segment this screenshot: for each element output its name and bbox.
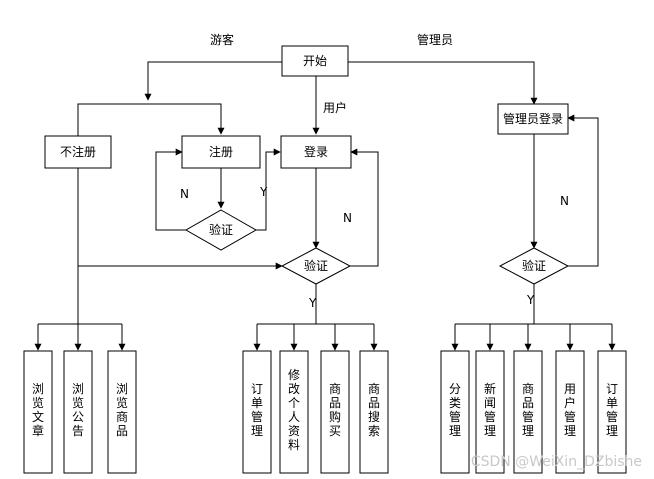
edges [34, 61, 616, 351]
node-verify-register-label: 验证 [209, 222, 233, 237]
leaf-box-user-3 [320, 350, 350, 474]
label-y-register: Y [259, 185, 268, 199]
leaf-box-admin-1 [440, 350, 470, 474]
leaf-label-admin-2: 新闻管理 [484, 381, 496, 438]
node-login [280, 135, 352, 169]
leaf-box-guest-1 [23, 350, 53, 474]
leaf-label-guest-1: 浏览文章 [32, 382, 44, 438]
node-register [181, 135, 261, 169]
leaf-label-guest-3: 浏览商品 [116, 382, 128, 438]
leaf-box-admin-2 [475, 350, 505, 474]
edge-verify-admin-n [567, 114, 599, 267]
label-n-admin: N [560, 194, 569, 208]
node-verify-admin-label: 验证 [522, 258, 546, 273]
label-n-login: N [343, 211, 352, 225]
leaf-label-admin-5: 订单管理 [606, 382, 618, 438]
leaf-box-guest-2 [63, 350, 93, 474]
node-start [281, 45, 349, 77]
node-verify-admin [498, 247, 570, 285]
node-admin-login [497, 103, 569, 135]
watermark: CSDN @WeiXin_DZbishe [471, 454, 642, 470]
leaf-box-admin-3 [513, 350, 543, 474]
node-verify-register [184, 209, 258, 251]
label-n-register: N [180, 187, 189, 201]
branch-labels: 游客 管理员 用户 N Y N Y N Y [180, 32, 569, 310]
node-no-register-label: 不注册 [60, 144, 96, 159]
node-no-register [44, 135, 112, 169]
node-verify-login [280, 247, 352, 285]
leaf-box-admin-5 [597, 350, 627, 474]
edge-start-to-admin-login [348, 61, 538, 105]
leaf-label-guest-2: 浏览公告 [72, 382, 84, 438]
leaf-label-admin-3: 商品管理 [522, 381, 534, 438]
node-verify-login-label: 验证 [304, 258, 328, 273]
node-login-label: 登录 [304, 144, 328, 159]
leaf-label-user-3: 商品购买 [329, 381, 341, 438]
label-user: 用户 [323, 100, 347, 115]
node-admin-login-label: 管理员登录 [503, 111, 563, 126]
leaf-label-admin-4: 用户管理 [564, 382, 576, 438]
leaf-box-user-4 [359, 350, 389, 474]
leaf-box-guest-3 [107, 350, 137, 474]
leaf-label-admin-1: 分类管理 [449, 382, 461, 438]
node-register-label: 注册 [209, 144, 233, 159]
leaf-box-admin-4 [555, 350, 585, 474]
leaf-box-user-1 [242, 350, 272, 474]
leaf-box-user-2 [279, 350, 309, 474]
node-start-label: 开始 [303, 54, 327, 68]
leaf-label-user-1: 订单管理 [251, 382, 263, 438]
edge-verify-register-n [155, 148, 186, 231]
edge-verify-register-y [256, 148, 281, 231]
label-admin: 管理员 [417, 32, 453, 47]
label-y-login: Y [308, 296, 317, 310]
label-y-admin: Y [526, 293, 535, 307]
edge-guest-to-register [148, 103, 225, 135]
leaf-label-user-4: 商品搜索 [368, 381, 380, 438]
label-guest: 游客 [210, 32, 234, 47]
nodes: 开始 不注册 注册 登录 管理员登录 验证 验证 验证 [44, 45, 570, 285]
edge-guest-to-no-register [77, 103, 148, 136]
leaf-label-user-2: 修改个人资料 [288, 367, 300, 452]
leaf-boxes: 浏览文章 浏览公告 浏览商品 订单管理 修改个人资料 商品购买 商品搜索 分类管理 新闻管理 商品… [23, 350, 627, 474]
edge-start-to-guest [144, 61, 282, 101]
edge-verify-login-n [350, 148, 379, 267]
